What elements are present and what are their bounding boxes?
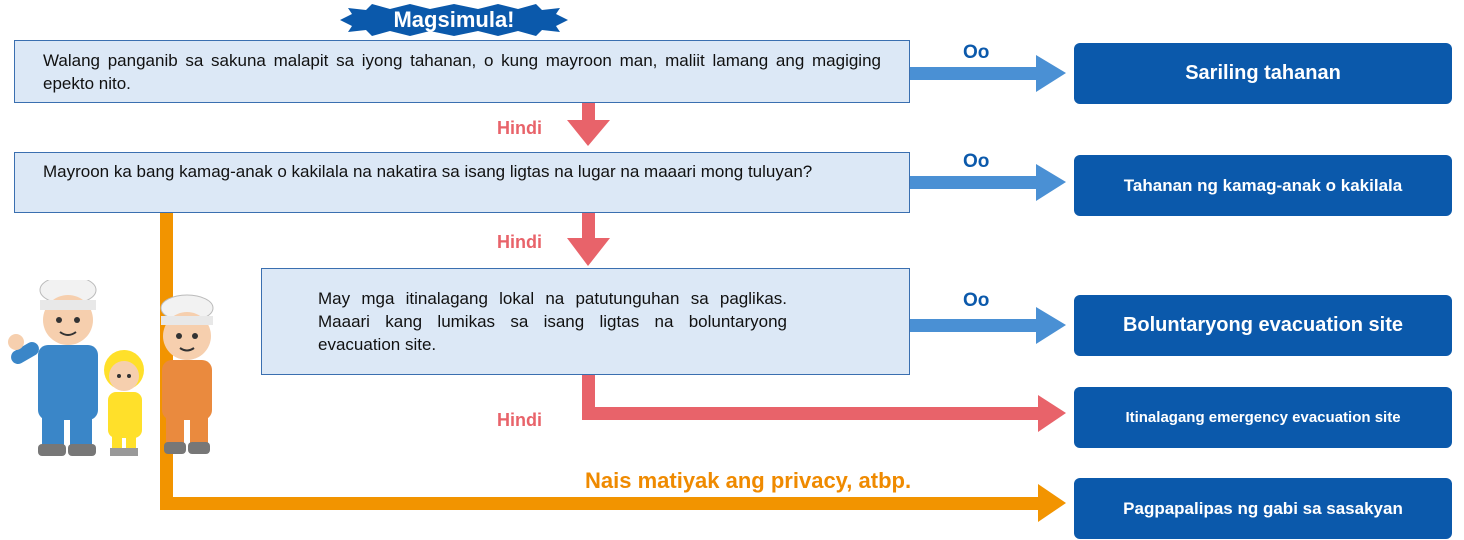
adult-man-figure [8, 280, 98, 456]
question-text-3: May mga itinalagang lokal na patutunguha… [318, 289, 787, 354]
destination-voluntary-site: Boluntaryong evacuation site [1074, 295, 1452, 356]
yes-arrows [910, 55, 1066, 344]
privacy-label: Nais matiyak ang privacy, atbp. [585, 468, 912, 493]
no-arrows [567, 103, 1066, 432]
child-figure [104, 350, 144, 456]
start-badge: Magsimula! [340, 4, 568, 36]
yes-label-1: Oo [963, 42, 990, 63]
burst-shape-icon [340, 4, 568, 36]
family-illustration [8, 280, 214, 456]
destination-car-overnight: Pagpapalipas ng gabi sa sasakyan [1074, 478, 1452, 539]
question-box-2: Mayroon ka bang kamag-anak o kakilala na… [14, 152, 910, 213]
question-box-3: May mga itinalagang lokal na patutunguha… [261, 268, 910, 375]
no-label-3: Hindi [497, 410, 542, 430]
no-label-2: Hindi [497, 232, 542, 252]
destination-emergency-site: Itinalagang emergency evacuation site [1074, 387, 1452, 448]
question-text-2: Mayroon ka bang kamag-anak o kakilala na… [43, 162, 813, 181]
orange-path [160, 210, 1066, 522]
adult-woman-figure [160, 294, 214, 454]
start-label: Magsimula! [393, 7, 515, 32]
question-box-1: Walang panganib sa sakuna malapit sa iyo… [14, 40, 910, 103]
destination-own-home: Sariling tahanan [1074, 43, 1452, 104]
question-text-1: Walang panganib sa sakuna malapit sa iyo… [43, 51, 881, 93]
yes-label-3: Oo [963, 290, 990, 311]
destination-relative-home: Tahanan ng kamag-anak o kakilala [1074, 155, 1452, 216]
yes-label-2: Oo [963, 151, 990, 172]
no-label-1: Hindi [497, 118, 542, 138]
